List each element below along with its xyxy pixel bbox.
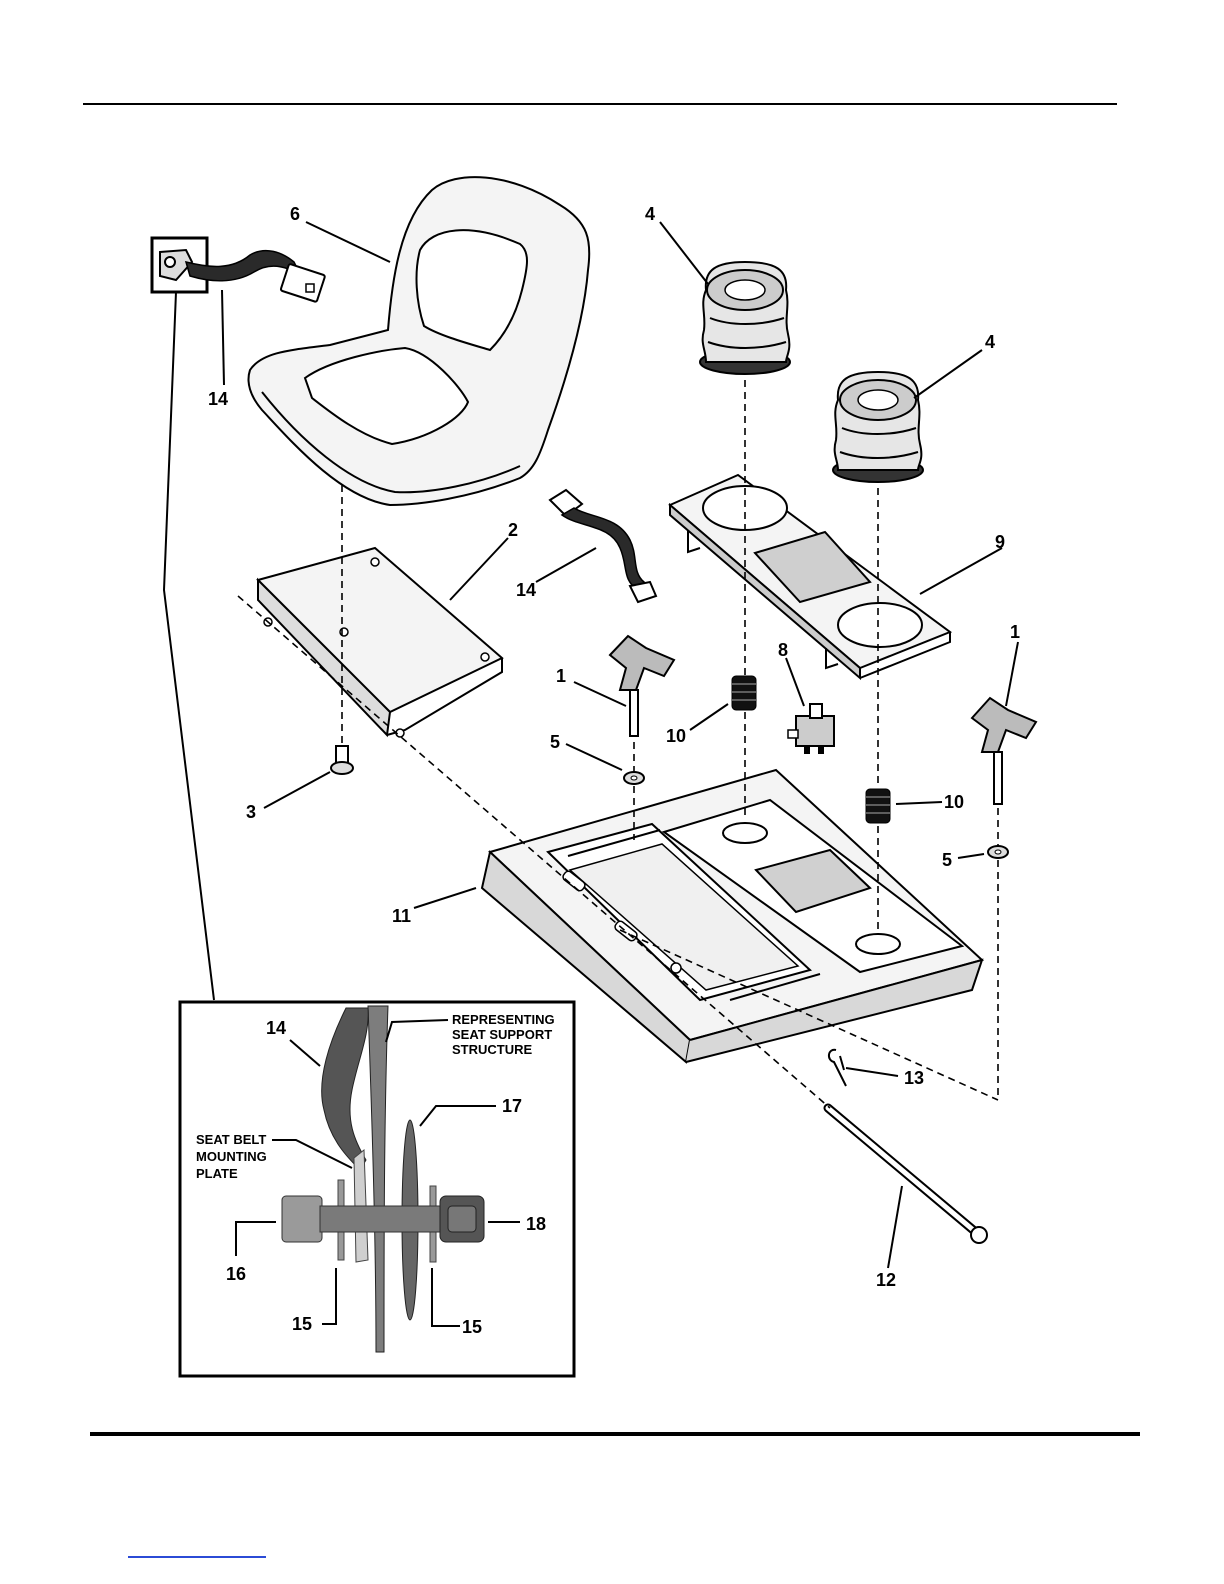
callout-15-left: 15 — [292, 1314, 312, 1334]
washer-left — [624, 772, 644, 784]
footer-rule — [90, 1432, 1140, 1436]
seat-switch-harness — [550, 490, 656, 602]
callout-10-upper: 10 — [666, 726, 686, 746]
callout-2: 2 — [508, 520, 518, 540]
callout-5-left: 5 — [550, 732, 560, 752]
seat-switch — [788, 704, 834, 754]
label-seat-support-1: REPRESENTING — [452, 1012, 555, 1027]
callout-8: 8 — [778, 640, 788, 660]
callout-5-right: 5 — [942, 850, 952, 870]
callout-10-lower: 10 — [944, 792, 964, 812]
callout-15-right: 15 — [462, 1317, 482, 1337]
callout-18: 18 — [526, 1214, 546, 1234]
callout-14-upper: 14 — [208, 389, 228, 409]
pivot-rod — [828, 1108, 987, 1243]
callout-6: 6 — [290, 204, 300, 224]
callout-3: 3 — [246, 802, 256, 822]
suspension-bumper-lower — [833, 372, 923, 482]
label-seat-support-2: SEAT SUPPORT — [452, 1027, 552, 1042]
washer-right — [988, 846, 1008, 858]
callout-17: 17 — [502, 1096, 522, 1116]
label-mounting-plate-2: MOUNTING — [196, 1149, 267, 1164]
mounting-detail-inset: 14 REPRESENTING SEAT SUPPORT STRUCTURE 1… — [180, 1002, 574, 1376]
callout-12: 12 — [876, 1270, 896, 1290]
hairpin-clip — [829, 1050, 846, 1086]
callout-9: 9 — [995, 532, 1005, 552]
callout-4-lower: 4 — [985, 332, 995, 352]
seat-bracket — [258, 548, 502, 737]
label-mounting-plate-1: SEAT BELT — [196, 1132, 266, 1147]
label-mounting-plate-3: PLATE — [196, 1166, 238, 1181]
callout-4-upper: 4 — [645, 204, 655, 224]
callout-16: 16 — [226, 1264, 246, 1284]
suspension-bumper-upper — [700, 262, 790, 374]
knob-left — [610, 636, 674, 736]
callout-13: 13 — [904, 1068, 924, 1088]
knob-right — [972, 698, 1036, 804]
callout-14-middle: 14 — [516, 580, 536, 600]
callout-1-left: 1 — [556, 666, 566, 686]
seat — [249, 177, 590, 505]
spring-lower — [866, 789, 890, 823]
bolt-item-3 — [331, 746, 353, 774]
callout-14-inset: 14 — [266, 1018, 286, 1038]
callout-11: 11 — [392, 906, 411, 926]
footer-link-underline[interactable] — [128, 1556, 266, 1558]
top-plate — [670, 475, 950, 678]
callout-1-right: 1 — [1010, 622, 1020, 642]
spring-upper — [732, 676, 756, 710]
label-seat-support-3: STRUCTURE — [452, 1042, 532, 1057]
